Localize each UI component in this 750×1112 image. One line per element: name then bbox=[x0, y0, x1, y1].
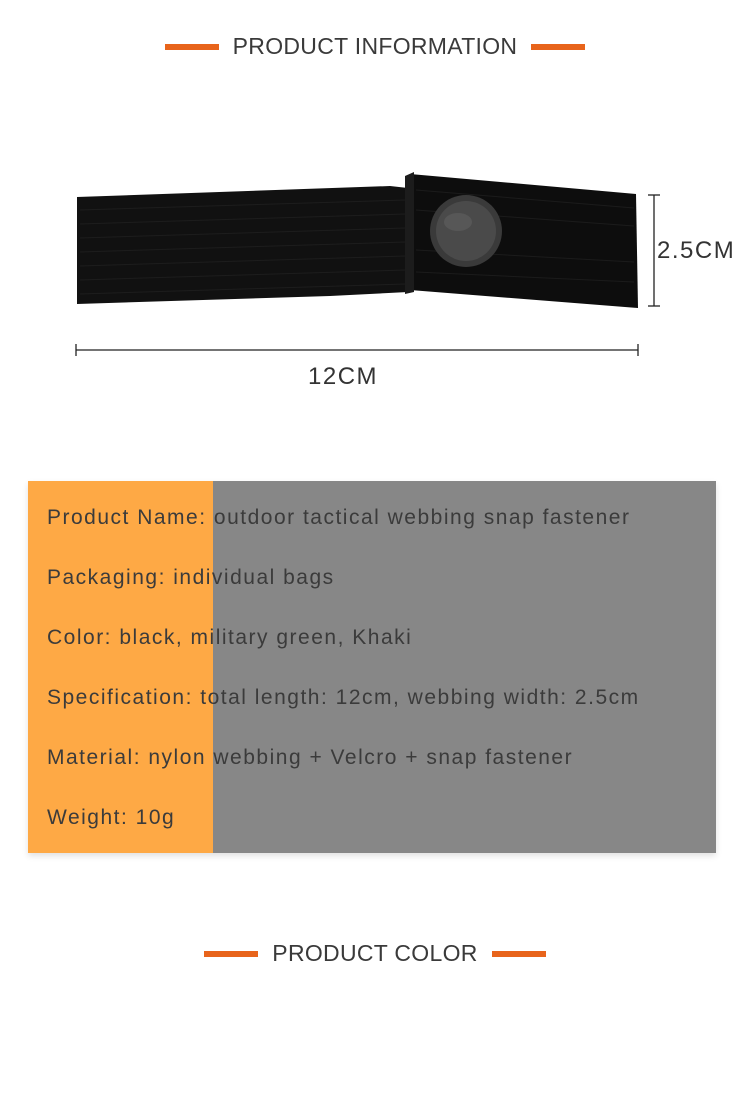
info-row-product-name: Product Name: outdoor tactical webbing s… bbox=[47, 506, 631, 529]
heading-accent-bar-left bbox=[164, 43, 219, 50]
info-row-specification: Specification: total length: 12cm, webbi… bbox=[47, 686, 640, 709]
height-dimension-line bbox=[648, 194, 660, 307]
info-row-weight: Weight: 10g bbox=[47, 806, 176, 829]
info-panel-orange-block bbox=[28, 481, 213, 853]
product-color-heading: PRODUCT COLOR bbox=[0, 940, 750, 967]
product-information-heading: PRODUCT INFORMATION bbox=[0, 33, 750, 60]
heading-accent-bar-right bbox=[491, 950, 546, 957]
width-dimension-label: 12CM bbox=[308, 363, 379, 390]
product-info-panel: Product Name: outdoor tactical webbing s… bbox=[28, 481, 716, 853]
info-row-color: Color: black, military green, Khaki bbox=[47, 626, 413, 649]
info-row-packaging: Packaging: individual bags bbox=[47, 566, 335, 589]
info-panel-gray-block bbox=[213, 481, 716, 853]
product-image bbox=[75, 172, 660, 356]
height-dimension-label: 2.5CM bbox=[657, 237, 736, 264]
heading-title: PRODUCT COLOR bbox=[272, 940, 478, 966]
webbing-strap bbox=[77, 172, 638, 308]
heading-title: PRODUCT INFORMATION bbox=[232, 33, 518, 59]
info-list: Product Name: outdoor tactical webbing s… bbox=[47, 505, 640, 865]
snap-button bbox=[430, 195, 502, 267]
info-row-material: Material: nylon webbing + Velcro + snap … bbox=[47, 746, 574, 769]
heading-accent-bar-left bbox=[204, 950, 259, 957]
width-dimension-line bbox=[75, 344, 639, 356]
heading-accent-bar-right bbox=[531, 43, 586, 50]
